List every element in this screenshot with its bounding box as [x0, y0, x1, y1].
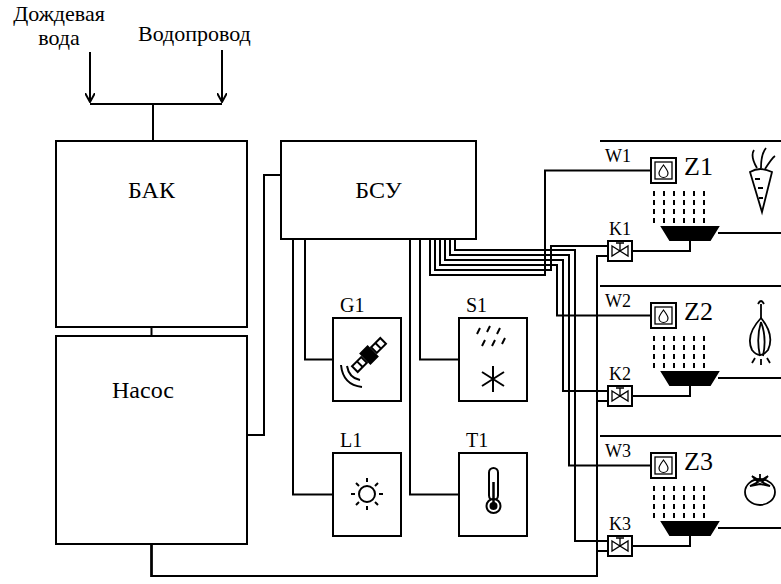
device-label: W2: [605, 292, 631, 312]
moisture-sensor: W3: [650, 452, 677, 479]
thermometer-icon: [487, 468, 501, 513]
zone-label: Z2: [684, 298, 713, 327]
wire: [410, 240, 458, 495]
wire: [152, 401, 608, 576]
wire: [248, 175, 280, 435]
box-title: БСУ: [355, 177, 401, 203]
wire: [152, 545, 608, 576]
moisture-sensor: W2: [650, 302, 677, 329]
box-title: Насос: [112, 377, 174, 403]
wire: [305, 240, 332, 360]
device-label: T1: [466, 429, 488, 451]
light-sensor: L1: [332, 452, 402, 537]
satellite-icon: [341, 336, 388, 387]
input-label: Дождевая вода: [3, 2, 115, 50]
carrot-icon: [750, 148, 775, 212]
wire: [455, 240, 607, 541]
input-label: Водопровод: [138, 22, 251, 46]
device-label: K2: [609, 365, 631, 385]
moisture-sensor: W1: [650, 157, 677, 184]
device-label: K1: [609, 220, 631, 240]
device-label: S1: [466, 294, 487, 316]
wire: [293, 240, 332, 495]
sun-icon: [351, 478, 383, 510]
zone-label: Z1: [684, 153, 713, 182]
gps-sensor: G1: [332, 317, 402, 402]
irrigation-zones: [600, 141, 781, 551]
box-title: БАК: [128, 177, 175, 203]
precipitation-sensor: S1: [458, 317, 528, 402]
device-label: W1: [605, 147, 631, 167]
wire: [152, 256, 608, 576]
wire: [445, 240, 607, 391]
device-label: G1: [340, 294, 364, 316]
device-label: K3: [609, 515, 631, 535]
rain-snow-icon: [477, 326, 505, 392]
water-inputs: [90, 50, 222, 140]
device-label: L1: [340, 429, 362, 451]
pump-box: Насос: [55, 335, 248, 545]
control-unit-box: БСУ: [280, 140, 477, 240]
wire: [151, 328, 153, 335]
zone-label: Z3: [684, 448, 713, 477]
valve: K2: [607, 385, 633, 407]
tank-box: БАК: [55, 140, 248, 328]
onion-icon: [750, 301, 770, 365]
device-label: W3: [605, 442, 631, 462]
temperature-sensor: T1: [458, 452, 528, 537]
wire: [440, 240, 650, 316]
wire: [450, 240, 650, 466]
valve: K3: [607, 535, 633, 557]
tomato-icon: [745, 474, 775, 505]
valve: K1: [607, 240, 633, 262]
